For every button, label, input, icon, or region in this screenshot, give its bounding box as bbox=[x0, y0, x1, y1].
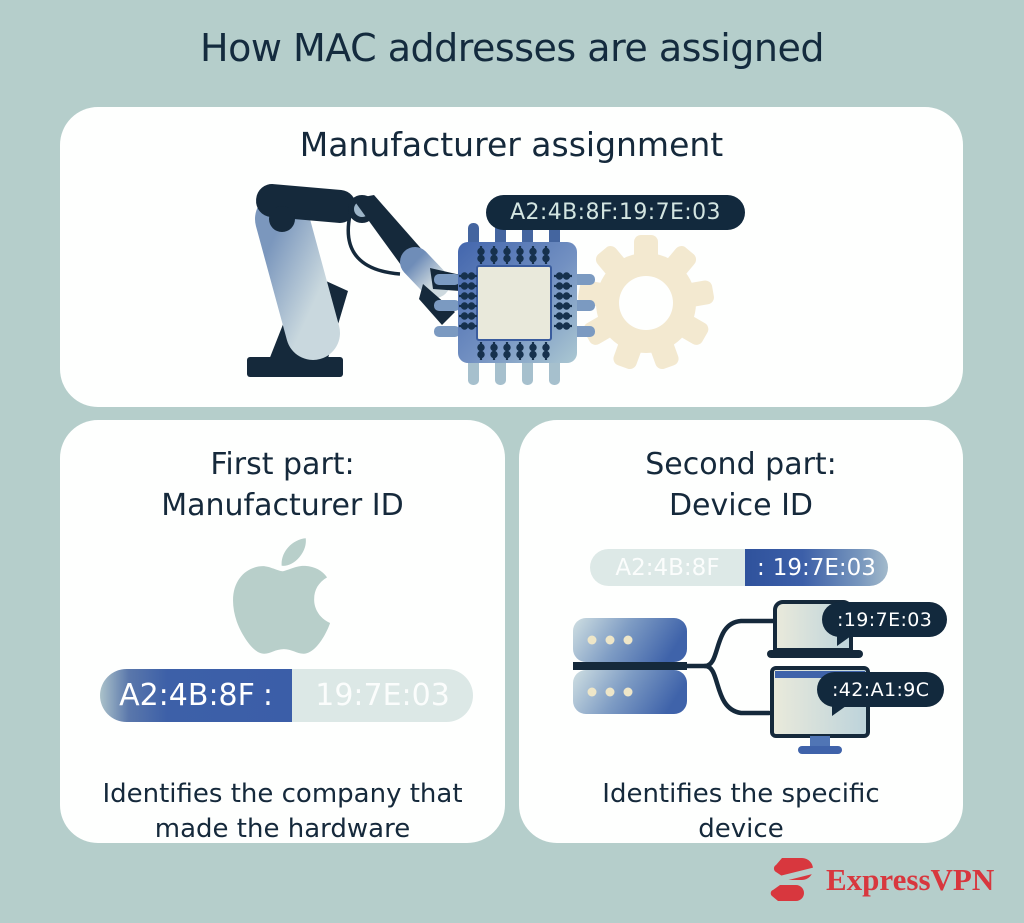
apple-logo-icon bbox=[233, 538, 331, 654]
left-card-caption-line1: Identifies the company that bbox=[102, 779, 463, 809]
mac-separator: : bbox=[756, 554, 765, 581]
brand-footer: ExpressVPN bbox=[770, 856, 994, 904]
manufacturer-id-faded-segment: A2:4B:8F bbox=[590, 549, 745, 586]
right-card-caption-line2: device bbox=[698, 814, 784, 844]
device-id-card: Second part: Device ID A2:4B:8F : 19:7E:… bbox=[519, 420, 963, 844]
gear-icon bbox=[578, 235, 714, 370]
microchip-icon bbox=[434, 223, 595, 385]
device-mac-value-2: :42:A1:9C bbox=[832, 678, 930, 701]
left-card-caption-line2: made the hardware bbox=[154, 814, 411, 844]
page-title: How MAC addresses are assigned bbox=[200, 26, 824, 70]
device-id-segment: : 19:7E:03 bbox=[744, 549, 888, 586]
expressvpn-logo-icon bbox=[770, 858, 814, 901]
device-id-value: 19:7E:03 bbox=[772, 554, 876, 581]
left-card-heading-line1: First part: bbox=[210, 447, 355, 482]
manufacturer-id-card: First part: Manufacturer ID A2:4B:8F : 1… bbox=[60, 420, 505, 844]
manufacturer-assignment-card: Manufacturer assignment bbox=[60, 107, 963, 407]
device-id-faded-value: 19:7E:03 bbox=[315, 678, 450, 713]
manufacturer-id-segment: A2:4B:8F : bbox=[100, 669, 293, 722]
device-mac-value-1: :19:7E:03 bbox=[837, 608, 933, 631]
right-card-caption: Identifies the specific device bbox=[519, 777, 963, 847]
mac-separator: : bbox=[262, 678, 274, 713]
manufacturer-id-pill: A2:4B:8F : 19:7E:03 bbox=[100, 669, 473, 722]
device-id-pill: A2:4B:8F : 19:7E:03 bbox=[590, 549, 888, 586]
manufacturer-id-value: A2:4B:8F bbox=[119, 678, 255, 713]
device-id-faded-segment: 19:7E:03 bbox=[292, 669, 473, 722]
right-card-heading: Second part: Device ID bbox=[519, 444, 963, 526]
brand-wordmark: ExpressVPN bbox=[826, 862, 995, 897]
right-card-heading-line1: Second part: bbox=[645, 447, 837, 482]
mac-address-pill: A2:4B:8F:19:7E:03 bbox=[486, 195, 745, 230]
right-card-caption-line1: Identifies the specific bbox=[602, 779, 880, 809]
left-card-heading: First part: Manufacturer ID bbox=[60, 444, 505, 526]
right-card-heading-line2: Device ID bbox=[668, 488, 814, 523]
left-card-caption: Identifies the company that made the har… bbox=[60, 777, 505, 847]
mac-address-full: A2:4B:8F:19:7E:03 bbox=[510, 200, 721, 225]
device-mac-bubble: :19:7E:03 bbox=[822, 602, 948, 646]
top-card-heading: Manufacturer assignment bbox=[299, 125, 724, 164]
manufacturer-id-faded-value: A2:4B:8F bbox=[615, 554, 720, 581]
left-card-heading-line2: Manufacturer ID bbox=[161, 488, 404, 523]
device-mac-bubble: :42:A1:9C bbox=[817, 672, 945, 716]
robot-arm-icon bbox=[247, 184, 465, 377]
